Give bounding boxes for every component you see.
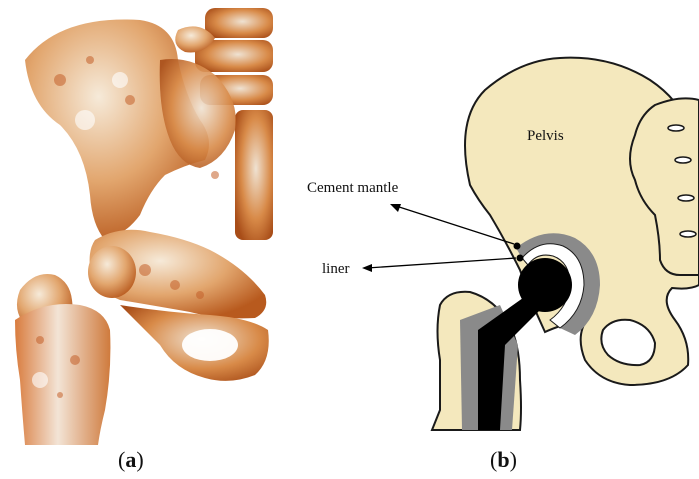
- cement-mantle-label: Cement mantle: [307, 180, 399, 196]
- ct-rendering-panel: [15, 8, 273, 445]
- liner-marker-dot: [517, 255, 524, 262]
- implant-head: [518, 258, 572, 312]
- liner-leader-line: [367, 258, 516, 268]
- femoral-shaft: [15, 304, 110, 445]
- cement-marker-dot: [514, 243, 521, 250]
- panel-b-caption: (b): [490, 447, 517, 473]
- liner-label: liner: [322, 261, 350, 277]
- schematic-panel: Pelvis Cement mantle liner: [307, 58, 699, 430]
- cement-arrowhead: [390, 204, 401, 212]
- femoral-head: [88, 246, 136, 298]
- liner-arrowhead: [362, 264, 372, 272]
- panel-a-caption: (a): [118, 447, 144, 473]
- pelvis-label: Pelvis: [527, 128, 564, 144]
